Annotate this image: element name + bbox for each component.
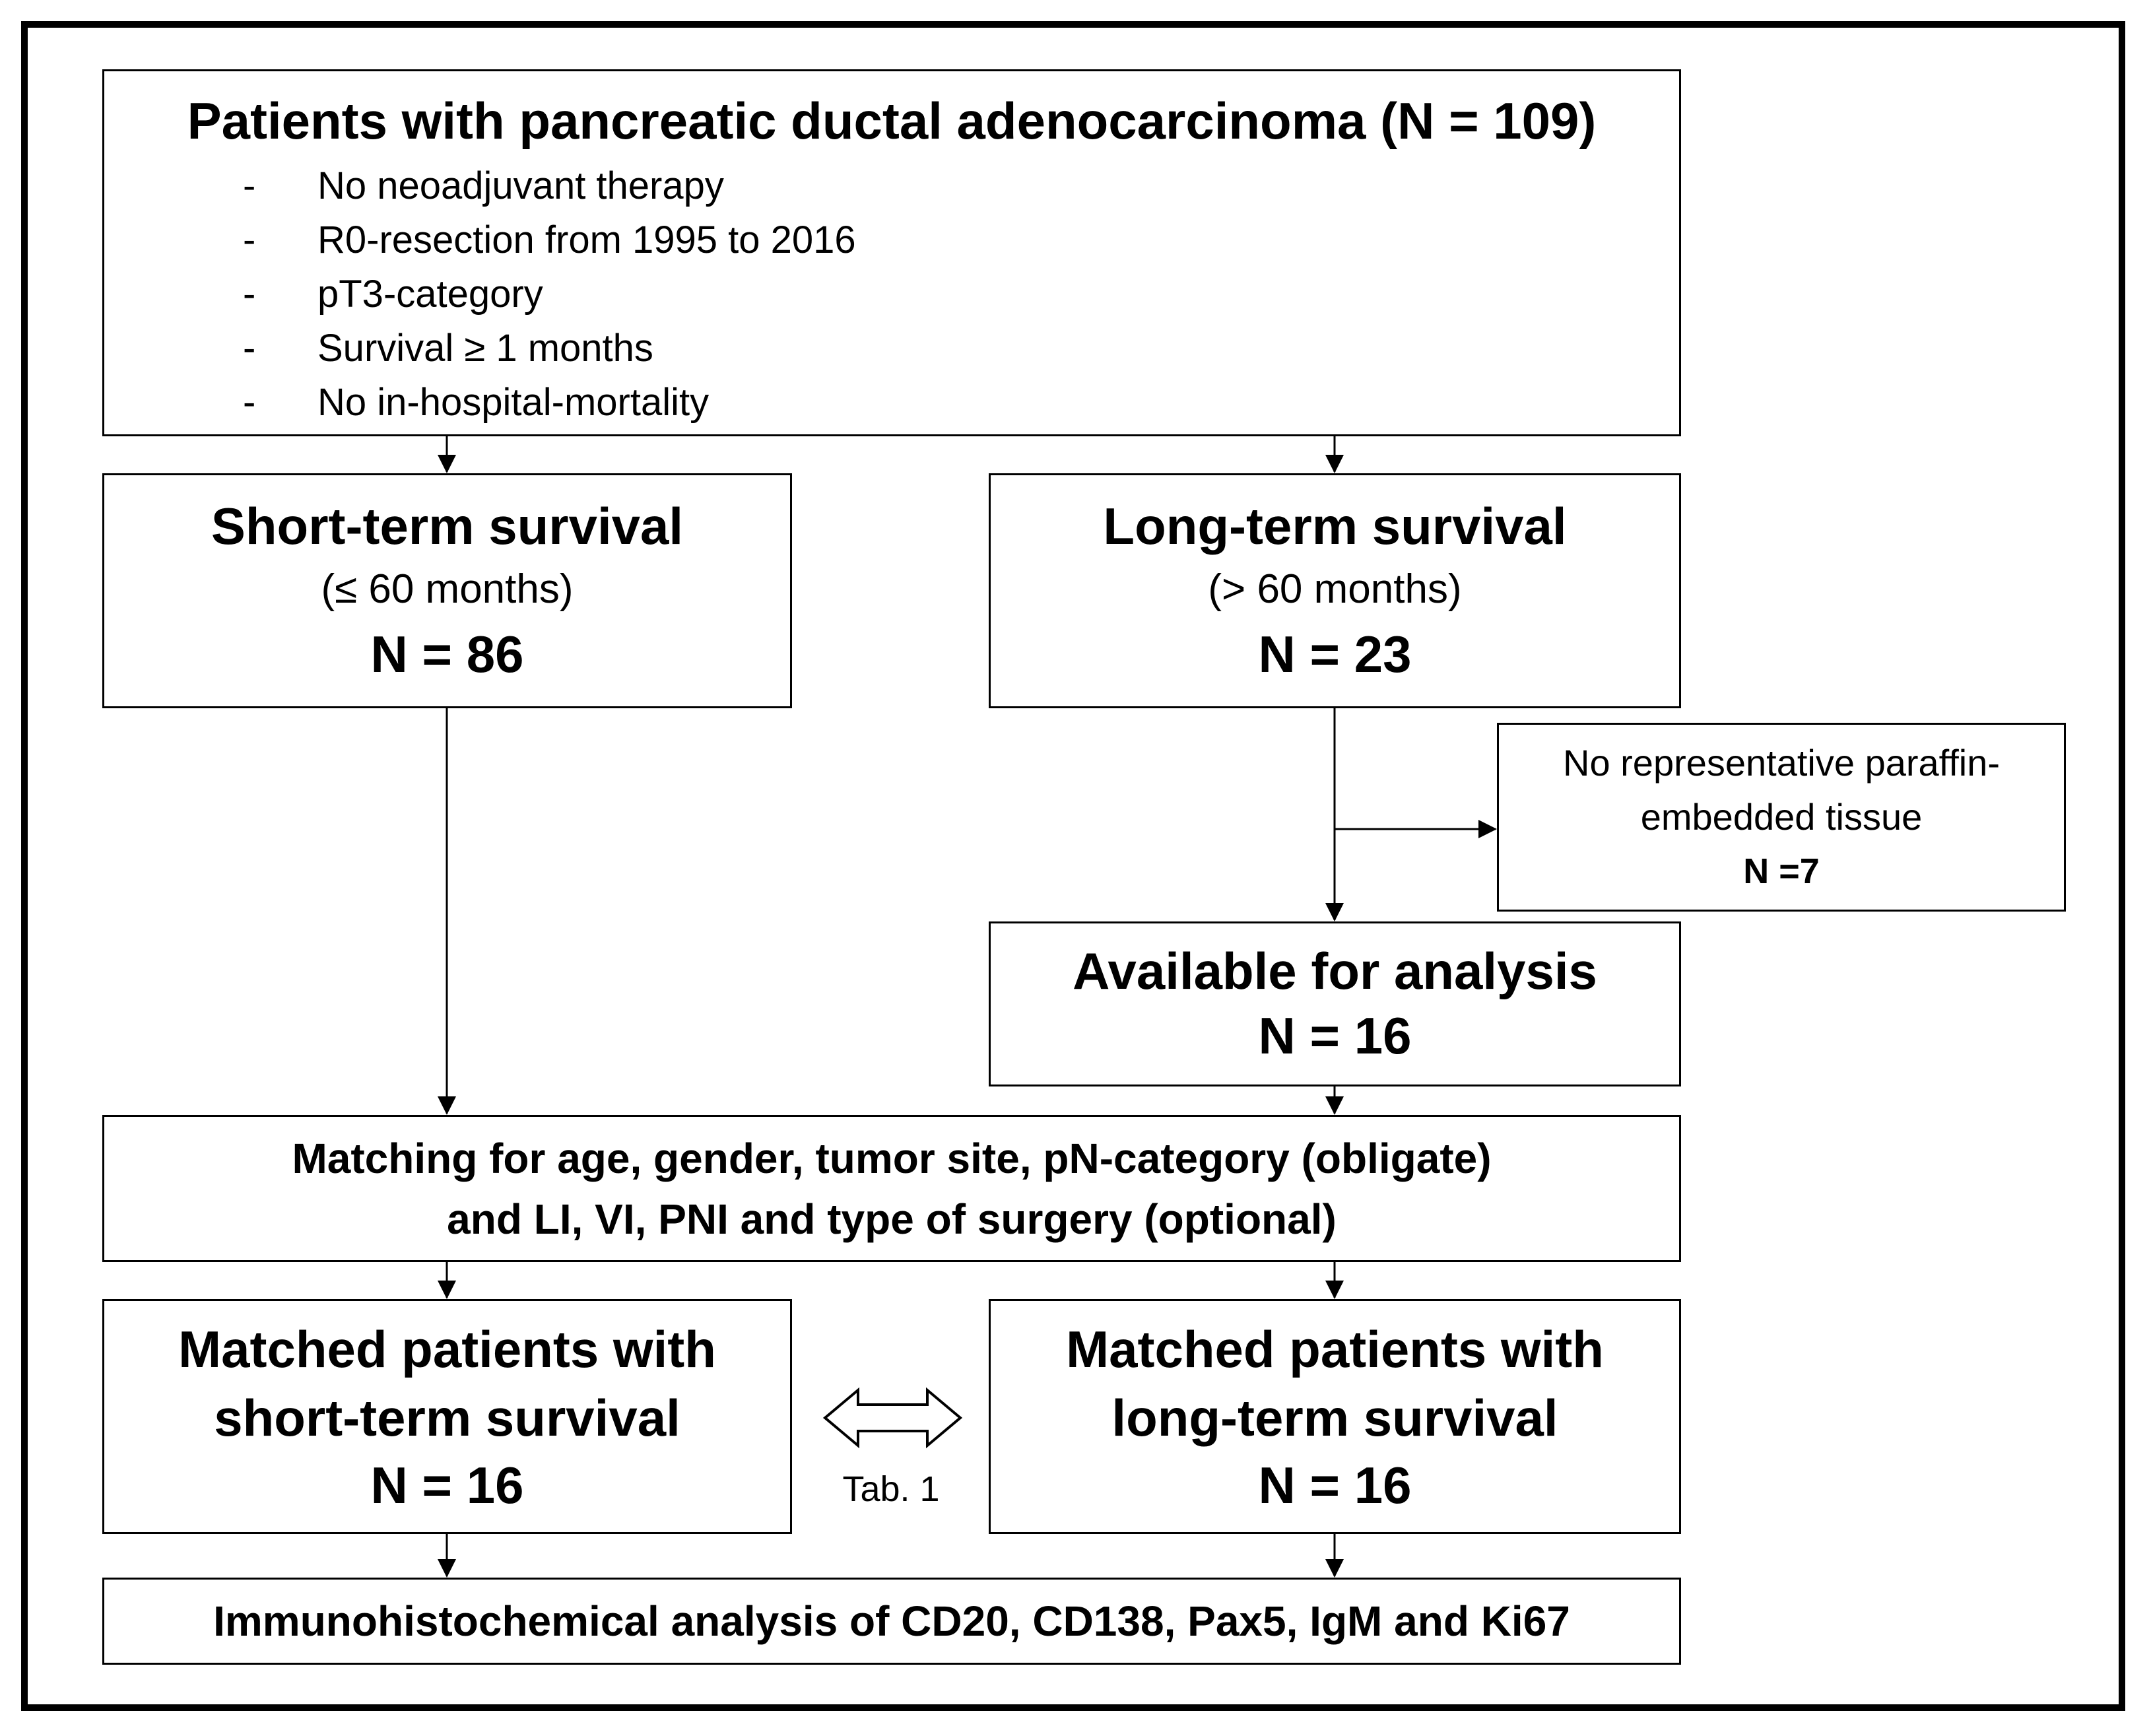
- criterion-item: - pT3-category: [104, 267, 856, 321]
- matched-short-box: Matched patients with short-term surviva…: [102, 1299, 792, 1534]
- matched-short-count: N = 16: [370, 1456, 524, 1514]
- criterion-item: - No in-hospital-mortality: [104, 376, 856, 430]
- exclusion-line-1: No representative paraffin-: [1563, 742, 2000, 784]
- matched-long-line-2: long-term survival: [1111, 1389, 1558, 1447]
- long-term-range: (> 60 months): [1208, 566, 1462, 612]
- double-arrow-icon: [822, 1387, 963, 1449]
- short-term-box: Short-term survival (≤ 60 months) N = 86: [102, 473, 792, 708]
- bullet-dash: -: [243, 164, 256, 207]
- available-count: N = 16: [1258, 1007, 1412, 1065]
- criterion-text: R0-resection from 1995 to 2016: [317, 218, 856, 261]
- long-term-count: N = 23: [1258, 625, 1412, 683]
- matched-long-box: Matched patients with long-term survival…: [989, 1299, 1681, 1534]
- exclusion-count: N =7: [1743, 851, 1820, 891]
- matching-line-1: Matching for age, gender, tumor site, pN…: [292, 1134, 1492, 1182]
- matching-box: Matching for age, gender, tumor site, pN…: [102, 1115, 1681, 1262]
- matched-short-line-1: Matched patients with: [178, 1320, 716, 1378]
- analysis-box: Immunohistochemical analysis of CD20, CD…: [102, 1578, 1681, 1665]
- criterion-item: - No neoadjuvant therapy: [104, 159, 856, 213]
- comparison-label: Tab. 1: [842, 1469, 940, 1509]
- criterion-text: pT3-category: [317, 273, 543, 316]
- criterion-item: - Survival ≥ 1 months: [104, 321, 856, 376]
- exclusion-box: No representative paraffin- embedded tis…: [1497, 723, 2066, 912]
- matching-line-2: and LI, VI, PNI and type of surgery (opt…: [447, 1195, 1337, 1243]
- bullet-dash: -: [243, 273, 256, 316]
- long-term-box: Long-term survival (> 60 months) N = 23: [989, 473, 1681, 708]
- matched-long-line-1: Matched patients with: [1066, 1320, 1604, 1378]
- cohort-box: Patients with pancreatic ductal adenocar…: [102, 69, 1681, 436]
- matched-long-count: N = 16: [1258, 1456, 1412, 1514]
- bullet-dash: -: [243, 218, 256, 261]
- matched-short-line-2: short-term survival: [214, 1389, 680, 1447]
- diagram-frame: [21, 21, 2125, 1711]
- short-term-title: Short-term survival: [211, 497, 684, 555]
- bullet-dash: -: [243, 327, 256, 370]
- short-term-count: N = 86: [370, 625, 524, 683]
- bullet-dash: -: [243, 381, 256, 424]
- criterion-text: No in-hospital-mortality: [317, 381, 710, 424]
- exclusion-line-2: embedded tissue: [1640, 796, 1923, 838]
- inclusion-criteria-list: - No neoadjuvant therapy - R0-resection fr…: [104, 159, 856, 430]
- analysis-text: Immunohistochemical analysis of CD20, CD…: [213, 1597, 1570, 1645]
- short-term-range: (≤ 60 months): [321, 566, 574, 612]
- available-title: Available for analysis: [1073, 942, 1597, 1000]
- criterion-item: - R0-resection from 1995 to 2016: [104, 213, 856, 267]
- criterion-text: Survival ≥ 1 months: [317, 327, 653, 370]
- criterion-text: No neoadjuvant therapy: [317, 164, 724, 207]
- long-term-title: Long-term survival: [1103, 497, 1567, 555]
- available-box: Available for analysis N = 16: [989, 921, 1681, 1086]
- cohort-title: Patients with pancreatic ductal adenocar…: [187, 92, 1597, 150]
